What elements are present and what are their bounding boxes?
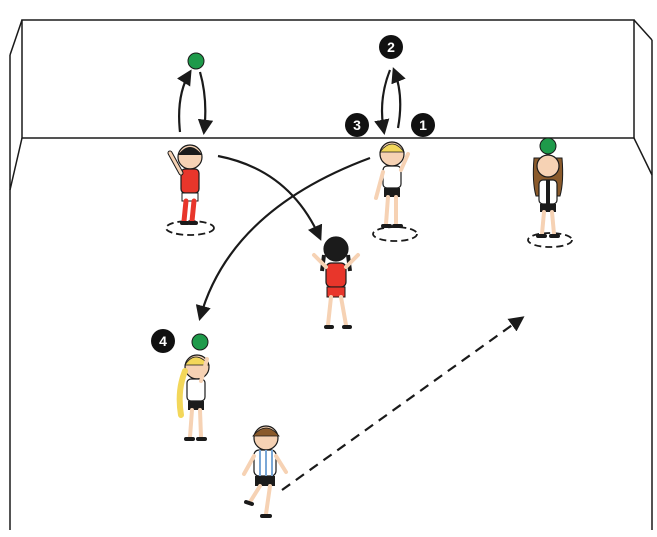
number-marker-1: 1: [411, 113, 435, 137]
balls: [187, 52, 209, 351]
left-wall-top: [9, 19, 23, 56]
hall-walls: [9, 19, 653, 530]
marker-4-label: 4: [159, 333, 167, 349]
left-wall-bottom: [9, 137, 23, 191]
marker-2-label: 2: [387, 39, 395, 55]
throw-arrow-left-up: [177, 69, 192, 133]
turn-circle-right: [527, 232, 573, 248]
arrows: [177, 67, 525, 491]
turn-circle-mid: [372, 226, 418, 242]
ball-icon: [191, 333, 209, 351]
right-wall-top: [633, 19, 653, 41]
player-icon: [176, 354, 210, 441]
dashed-run-arrow: [281, 316, 525, 491]
player-icon: [532, 137, 564, 238]
catch-arrow-right-down: [374, 69, 392, 136]
marker-1-label: 1: [419, 117, 427, 133]
run-arrow-to-center: [217, 154, 323, 241]
number-marker-4: 4: [151, 329, 175, 353]
throw-arrow-right-up: [391, 67, 406, 129]
pass-arrow-to-player-4: [195, 156, 371, 321]
ball-icon: [187, 52, 205, 70]
right-wall-bottom: [633, 137, 653, 176]
player-icon: [242, 425, 288, 518]
player-icon: [312, 236, 360, 329]
number-marker-2: 2: [379, 35, 403, 59]
player-icon: [374, 141, 410, 228]
turn-circles: [165, 220, 573, 248]
catch-arrow-left-down: [197, 71, 214, 136]
marker-3-label: 3: [353, 117, 361, 133]
back-wall: [21, 19, 635, 139]
player-icon: [167, 144, 203, 225]
number-marker-3: 3: [345, 113, 369, 137]
